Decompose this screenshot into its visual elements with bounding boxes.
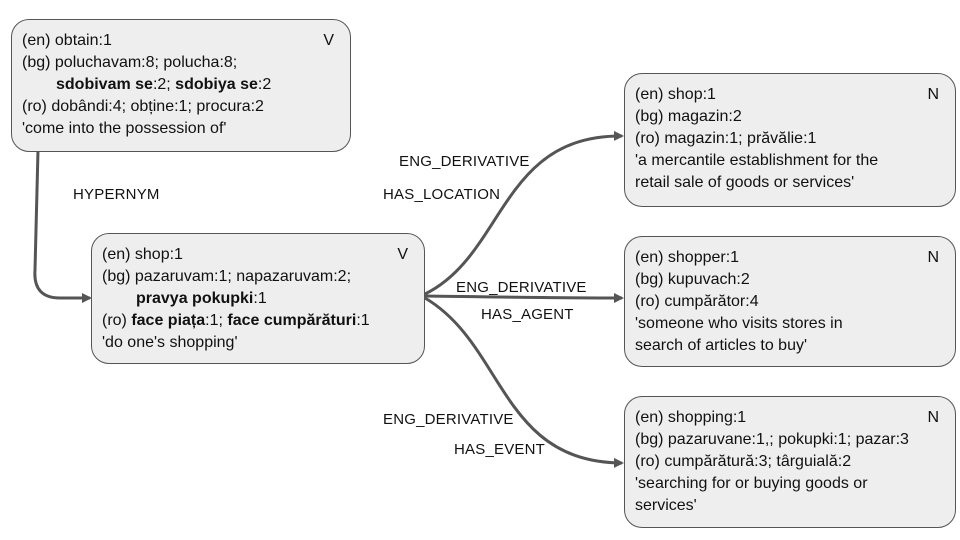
synset-node-shop-verb: (en) shop:1 V (bg) pazaruvam:1; napazaru… <box>91 233 425 364</box>
edge-to-shopper <box>424 292 624 303</box>
bold-lemma: sdobiya se <box>175 76 258 93</box>
part-of-speech: N <box>927 409 939 426</box>
part-of-speech: V <box>397 246 408 263</box>
romanian-lemmas: (ro) face piața:1; face cumpărături:1 <box>102 310 412 332</box>
edge-label-has-location: HAS_LOCATION <box>383 186 501 203</box>
gloss: 'searching for or buying goods or <box>635 475 868 492</box>
synset-node-obtain: (en) obtain:1 V (bg) poluchavam:8; poluc… <box>11 19 351 152</box>
romanian-lemmas: (ro) cumpărător:4 <box>635 293 759 310</box>
edge-label-shopper-derivative: ENG_DERIVATIVE <box>456 279 587 296</box>
synset-node-shop-noun: (en) shop:1 N (bg) magazin:2 (ro) magazi… <box>624 73 956 207</box>
edge-label-has-event: HAS_EVENT <box>454 441 545 458</box>
bulgarian-lemmas: (bg) kupuvach:2 <box>635 271 750 288</box>
bulgarian-lemmas-cont: pravya pokupki:1 <box>102 288 412 310</box>
part-of-speech: V <box>323 32 334 49</box>
lang-tag: (ro) <box>102 312 132 329</box>
bulgarian-lemmas: (bg) poluchavam:8; polucha:8; <box>22 54 238 71</box>
bulgarian-lemmas: (bg) pazaruvane:1,; pokupki:1; pazar:3 <box>635 431 909 448</box>
part-of-speech: N <box>927 249 939 266</box>
gloss: 'a mercantile establishment for the <box>635 152 879 169</box>
lemma-count: :1 <box>356 312 370 329</box>
romanian-lemmas: (ro) cumpărătură:3; târguială:2 <box>635 453 852 470</box>
edge-label-shop-noun-derivative: ENG_DERIVATIVE <box>399 153 530 170</box>
romanian-lemmas: (ro) magazin:1; prăvălie:1 <box>635 130 817 147</box>
gloss-cont: retail sale of goods or services' <box>635 174 855 191</box>
bulgarian-lemmas: (bg) pazaruvam:1; napazaruvam:2; <box>102 268 352 285</box>
edge-label-hypernym: HYPERNYM <box>73 186 160 203</box>
gloss: 'someone who visits stores in <box>635 315 843 332</box>
english-lemma: (en) shop:1 <box>102 246 183 263</box>
lemma-count: :1 <box>253 290 267 307</box>
edge-label-shopping-derivative: ENG_DERIVATIVE <box>383 411 514 428</box>
edge-to-shop-noun <box>424 130 624 296</box>
english-lemma: (en) shopping:1 <box>635 409 747 426</box>
edge-to-shopping <box>424 296 624 468</box>
bold-lemma: face piața <box>131 312 206 329</box>
gloss-cont: search of articles to buy' <box>635 337 808 354</box>
bold-lemma: sdobivam se <box>56 76 153 93</box>
bold-lemma: pravya pokupki <box>136 290 254 307</box>
bulgarian-lemmas-cont: sdobivam se:2; sdobiya se:2 <box>22 74 338 96</box>
bulgarian-lemmas: (bg) magazin:2 <box>635 108 742 125</box>
english-lemma: (en) obtain:1 <box>22 32 112 49</box>
gloss-cont: services' <box>635 497 697 514</box>
edge-label-has-agent: HAS_AGENT <box>481 306 574 323</box>
synset-node-shopper: (en) shopper:1 N (bg) kupuvach:2 (ro) cu… <box>624 236 956 367</box>
part-of-speech: N <box>927 86 939 103</box>
romanian-lemmas: (ro) dobândi:4; obține:1; procura:2 <box>22 98 264 115</box>
edge-hypernym <box>33 149 92 303</box>
lemma-count: :2; <box>152 76 176 93</box>
lemma-count: :1; <box>205 312 228 329</box>
english-lemma: (en) shopper:1 <box>635 249 740 266</box>
gloss: 'do one's shopping' <box>102 334 238 351</box>
gloss: 'come into the possession of' <box>22 120 227 137</box>
english-lemma: (en) shop:1 <box>635 86 716 103</box>
synset-node-shopping: (en) shopping:1 N (bg) pazaruvane:1,; po… <box>624 396 956 528</box>
bold-lemma: face cumpărături <box>227 312 357 329</box>
lemma-count: :2 <box>257 76 272 93</box>
